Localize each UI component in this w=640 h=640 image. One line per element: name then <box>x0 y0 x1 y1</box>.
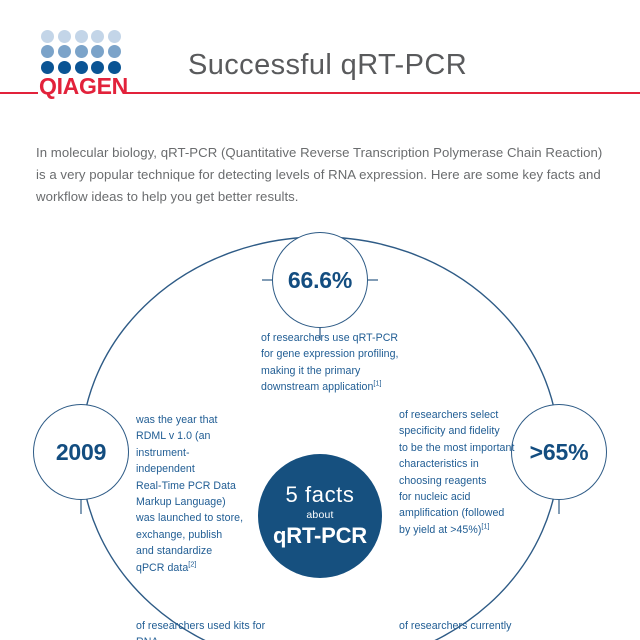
logo-dot <box>41 60 54 74</box>
fact-text-left: was the year that RDML v 1.0 (an instrum… <box>136 412 244 576</box>
logo-dot <box>74 45 88 59</box>
fact-line: for nucleic acid <box>399 491 471 504</box>
logo-dot <box>57 60 71 74</box>
fact-line: of researchers currently <box>399 620 512 632</box>
center-line-2: about <box>306 509 334 521</box>
fact-line: and standardize <box>136 545 213 558</box>
fact-reference: [2] <box>188 559 197 569</box>
fact-value-top: 66.6% <box>287 266 353 293</box>
logo-dot <box>108 60 122 74</box>
fact-reference: [1] <box>481 521 490 531</box>
qiagen-logo: QIAGEN <box>38 30 128 99</box>
fact-line: qPCR data <box>136 561 189 574</box>
logo-dot <box>108 30 122 43</box>
fact-line: RDML v 1.0 (an <box>136 430 211 443</box>
fact-line: characteristics in <box>399 458 479 471</box>
fact-reference: [1] <box>373 378 382 388</box>
fact-line: Markup Language) <box>136 496 226 509</box>
fact-line: for gene expression profiling, <box>261 348 399 361</box>
fact-text-right: of researchers select specificity and fi… <box>399 407 519 538</box>
fact-text-bottom-left: of researchers used kits for RNA <box>136 618 286 640</box>
logo-dot-grid-icon <box>41 30 123 74</box>
logo-dot <box>108 45 122 59</box>
intro-paragraph: In molecular biology, qRT-PCR (Quantitat… <box>36 145 603 204</box>
fact-line: instrument-independent <box>136 446 195 476</box>
header-divider-rule <box>0 92 640 94</box>
page-header: QIAGEN Successful qRT-PCR <box>0 0 640 104</box>
logo-dot <box>57 45 71 59</box>
logo-dot <box>74 30 88 43</box>
fact-circle-top: 66.6% <box>272 232 368 328</box>
center-line-3: qRT-PCR <box>273 523 367 548</box>
fact-line: by yield at >45%) <box>399 523 482 536</box>
fact-line: to be the most important <box>399 441 515 454</box>
center-summary-circle: 5 facts about qRT-PCR <box>258 454 382 578</box>
fact-value-left: 2009 <box>55 438 107 465</box>
fact-line: making it the primary <box>261 364 361 377</box>
facts-circular-diagram: 66.6% of researchers use qRT-PCR for gen… <box>0 222 640 640</box>
fact-text-top: of researchers use qRT-PCR for gene expr… <box>261 330 409 396</box>
logo-dot <box>57 30 71 43</box>
fact-line: Real-Time PCR Data <box>136 479 236 492</box>
logo-dot <box>91 45 105 59</box>
fact-line: of researchers used kits for RNA <box>136 620 266 640</box>
page-title: Successful qRT-PCR <box>188 49 468 81</box>
logo-dot <box>41 45 54 59</box>
fact-line: exchange, publish <box>136 528 223 541</box>
center-line-1: 5 facts <box>285 482 355 507</box>
fact-line: was the year that <box>136 414 218 426</box>
fact-circle-left: 2009 <box>33 404 129 500</box>
logo-dot <box>74 60 88 74</box>
fact-line: of researchers use qRT-PCR <box>261 332 399 344</box>
logo-dot <box>41 30 54 43</box>
fact-text-bottom-right: of researchers currently <box>399 618 549 634</box>
fact-value-right: >65% <box>529 438 589 465</box>
fact-line: amplification (followed <box>399 507 505 520</box>
logo-dot <box>91 30 105 43</box>
fact-line: specificity and fidelity <box>399 425 500 438</box>
logo-dot <box>91 60 105 74</box>
fact-line: of researchers select <box>399 409 499 421</box>
fact-line: choosing reagents <box>399 474 487 487</box>
logo-wordmark: QIAGEN <box>38 73 128 99</box>
fact-line: was launched to store, <box>136 512 244 525</box>
fact-circle-right: >65% <box>511 404 607 500</box>
fact-line: downstream application <box>261 381 374 394</box>
